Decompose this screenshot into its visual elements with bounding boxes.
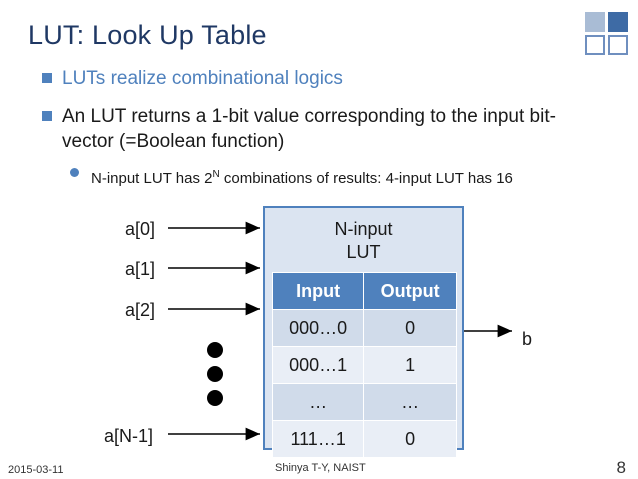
slide-title: LUT: Look Up Table [28,20,267,50]
input-label-an1: a[N-1] [104,426,154,446]
bullet-dot-icon [70,168,79,177]
bullet-luts: LUTs realize combinational logics [62,68,343,89]
sub-bullet-pre: N-input LUT has 2 [91,170,213,187]
sub-bullet: N-input LUT has 2N combinations of resul… [91,162,513,191]
input-label-a2: a[2] [125,300,156,320]
output-label: b [522,329,533,349]
header-input: Input [271,272,365,310]
input-label-a1: a[1] [125,259,156,279]
sub-bullet-post: combinations of results: 4-input LUT has… [219,170,513,187]
page-number: 8 [616,458,626,477]
bullet-lut-returns: An LUT returns a 1-bit value correspondi… [62,106,556,152]
bullet-square-icon [42,73,52,83]
input-label-a0: a[0] [125,219,156,239]
logo-squares-icon [585,12,633,60]
sub-bullet-superscript: N [212,169,220,180]
table-row: …… [271,383,457,421]
lut-title: N-input LUT [334,219,393,262]
footer-author: Shinya T-Y, NAIST [275,462,366,474]
header-output: Output [363,272,457,310]
footer-date: 2015-03-11 [8,464,64,476]
bullet-square-icon [42,111,52,121]
